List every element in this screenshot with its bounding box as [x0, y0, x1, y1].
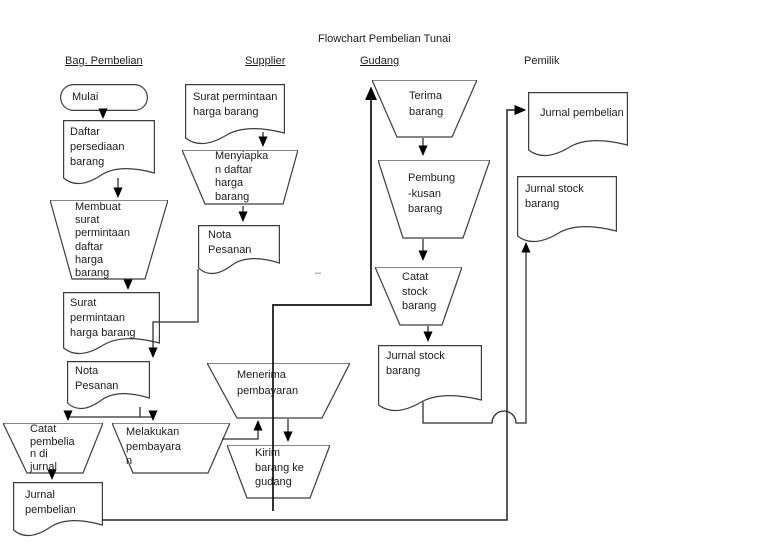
node-label: Pembung -kusan barang: [408, 172, 456, 215]
node-label: Melakukan pembayara n: [126, 426, 182, 468]
node-kirim-barang: Kirim barang ke gudang: [227, 445, 330, 499]
node-nota-pesanan-sup: Nota Pesanan: [198, 225, 280, 276]
node-shape: [3, 423, 103, 474]
node-jurnal-stock-gudang: Jurnal stock barang: [378, 345, 482, 413]
node-label: Menyiapka n daftar harga barang: [215, 150, 269, 203]
node-label: Catat stock barang: [402, 271, 437, 313]
column-header-supplier: Supplier: [245, 55, 286, 67]
node-surat-permintaan-bp: Surat permintaan harga barang: [63, 292, 160, 356]
node-label: Kirim barang ke gudang: [255, 447, 304, 489]
node-membuat-surat: Membuat surat permintaan daftar harga ba…: [50, 200, 168, 280]
node-jurnal-stock-pemilik: Jurnal stock barang: [517, 176, 617, 244]
node-menyiapkan-daftar: Menyiapka n daftar harga barang: [182, 150, 298, 205]
node-label: Jurnal stock barang: [525, 183, 584, 210]
stray-dash-annotation: –: [315, 267, 322, 279]
node-label: Daftar persediaan barang: [70, 126, 125, 168]
node-surat-permintaan-sup: Surat permintaan harga barang: [185, 84, 285, 146]
node-catat-stock: Catat stock barang: [375, 267, 462, 326]
node-jurnal-pembelian-pemilik: Jurnal pembelian: [528, 92, 628, 158]
node-label: Nota Pesanan: [75, 365, 119, 392]
node-label: Catat pembelia n di jurnal: [30, 423, 75, 473]
page-title: Flowchart Pembelian Tunai: [318, 33, 451, 45]
node-label: Terima barang: [409, 90, 444, 118]
node-label: Jurnal pembelian: [25, 489, 76, 516]
node-nota-pesanan-bp: Nota Pesanan: [67, 361, 150, 411]
column-header-bag-pembelian: Bag. Pembelian: [65, 55, 143, 67]
node-melakukan-pembayaran: Melakukan pembayara n: [112, 423, 230, 474]
node-catat-pembelian: Catat pembelia n di jurnal: [3, 423, 103, 474]
node-shape: [13, 482, 103, 537]
node-label: Surat permintaan harga barang: [193, 91, 278, 118]
node-terima-barang: Terima barang: [372, 80, 477, 138]
column-header-gudang: Gudang: [360, 55, 400, 67]
node-label: Jurnal pembelian: [540, 107, 624, 119]
node-label: Surat permintaan harga barang: [70, 297, 136, 339]
node-pembungkusan-barang: Pembung -kusan barang: [378, 160, 490, 239]
node-label: Jurnal stock barang: [386, 350, 445, 377]
node-label: Menerima pembayaran: [237, 369, 299, 397]
node-shape: [517, 176, 617, 243]
node-daftar-persediaan: Daftar persediaan barang: [63, 120, 155, 186]
node-menerima-pembayaran: Menerima pembayaran: [207, 363, 350, 419]
node-mulai: Mulai: [60, 84, 148, 111]
node-label: Membuat surat permintaan daftar harga ba…: [75, 201, 131, 280]
node-label: Nota Pesanan: [208, 229, 252, 256]
node-label: Mulai: [72, 91, 99, 103]
column-header-pemilik: Pemilik: [524, 55, 560, 67]
node-jurnal-pembelian-bp: Jurnal pembelian: [13, 482, 103, 538]
node-shape: [528, 92, 628, 157]
